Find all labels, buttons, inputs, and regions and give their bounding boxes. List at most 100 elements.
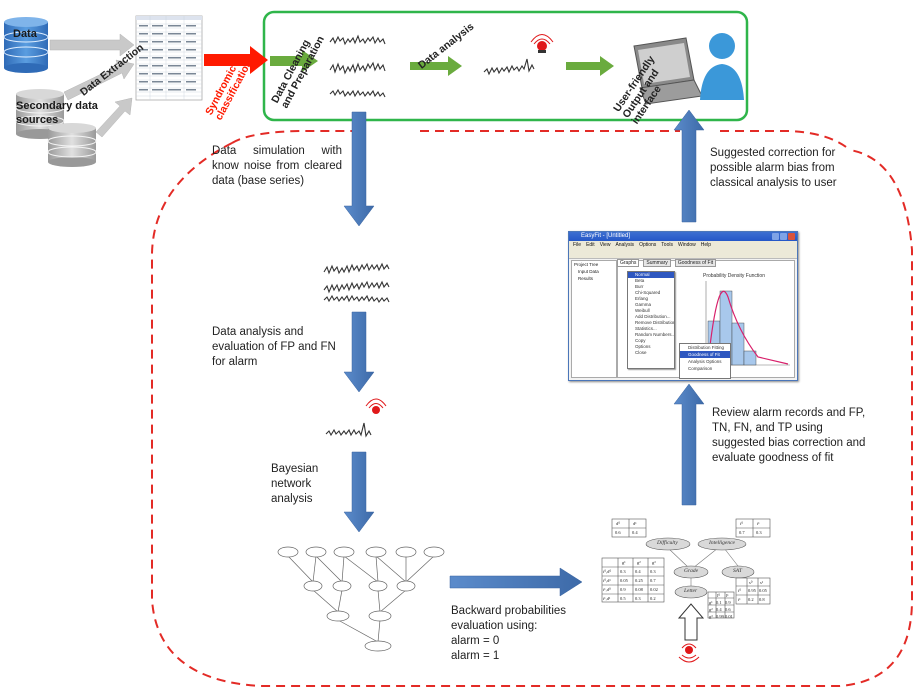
- alarm-icon: [530, 34, 554, 53]
- bayesian-label: Bayesian network analysis: [271, 463, 319, 505]
- menu-view[interactable]: View: [599, 242, 611, 248]
- context-menu-item[interactable]: Close: [635, 350, 647, 355]
- menu-options[interactable]: Options: [639, 242, 657, 248]
- simulation-label: Data simulation with know noise from cle…: [212, 145, 342, 187]
- window-title-text: EasyFit - [Untitled]: [581, 233, 631, 239]
- tree-item[interactable]: Project Tree: [574, 262, 599, 267]
- correction-label: Suggested correction for possible alarm …: [710, 147, 837, 189]
- cpt-cell: 0.8: [759, 597, 765, 602]
- cpt-cell: 0.9: [725, 600, 731, 605]
- data-label: Data: [13, 28, 37, 40]
- cpt-cell: s¹: [760, 580, 764, 585]
- submenu-item[interactable]: Comparison: [688, 366, 713, 371]
- cpt-cell: 0.2: [650, 596, 656, 601]
- bayesian-network: [277, 546, 445, 652]
- submenu-item[interactable]: Goodness of Fit: [680, 351, 730, 358]
- maximize-icon[interactable]: [780, 233, 787, 240]
- context-menu-item[interactable]: Options: [635, 344, 651, 349]
- window-menubar: File Edit View Analysis Options Tools Window He…: [569, 241, 797, 249]
- cpt-cell: d¹: [633, 521, 637, 526]
- secondary-database-icon: [15, 89, 97, 167]
- cpt-cell: 0.08: [635, 587, 643, 592]
- cpt-cell: 0.1: [716, 600, 722, 605]
- cpt-cell: g²: [637, 560, 641, 565]
- alarm-one-label: alarm = 1: [451, 650, 500, 662]
- context-menu-item[interactable]: Copy: [635, 338, 646, 343]
- tab-2[interactable]: Goodness of Fit: [674, 259, 717, 267]
- cpt-cell: d⁰: [616, 521, 621, 526]
- tab-1[interactable]: Summary: [643, 259, 671, 267]
- cpt-cell: 0.05: [759, 588, 767, 593]
- context-menu-item[interactable]: Normal: [628, 272, 674, 278]
- menu-window[interactable]: Window: [677, 242, 696, 248]
- node-sat: SAT: [733, 568, 742, 574]
- cpt-cell: g¹: [622, 560, 626, 565]
- cpt-cell: g³: [709, 614, 713, 619]
- close-icon[interactable]: [788, 233, 795, 240]
- cpt-cell: 0.3: [650, 569, 656, 574]
- context-menu-item[interactable]: Gamma: [635, 302, 652, 307]
- cpt-cell: i¹: [757, 521, 760, 526]
- context-menu-item[interactable]: Random Numbers...: [635, 332, 674, 337]
- process-arrows: [270, 50, 614, 76]
- evaluated-series: [325, 422, 372, 438]
- cpt-cell: 0.6: [615, 530, 621, 535]
- menu-file[interactable]: File: [573, 242, 582, 248]
- node-difficulty: Difficulty: [657, 540, 678, 546]
- context-menu-item[interactable]: Remove Distribution: [635, 320, 674, 325]
- window-toolbar: [569, 249, 797, 259]
- backward-label: Backward probabilities evaluation using:: [451, 605, 567, 632]
- context-menu-item[interactable]: Weibull: [635, 308, 650, 313]
- menu-analysis[interactable]: Analysis: [615, 242, 635, 248]
- laptop-icon: [633, 37, 703, 105]
- submenu-item[interactable]: Analysis Options: [688, 359, 722, 364]
- cpt-cell: 0.4: [635, 569, 641, 574]
- menu-help[interactable]: Help: [700, 242, 712, 248]
- node-grade: Grade: [684, 568, 699, 574]
- context-menu-item[interactable]: Chi-Squared: [635, 290, 661, 295]
- context-menu-item[interactable]: Add Distribution...: [635, 314, 671, 319]
- spreadsheet-thumbnail: [135, 15, 203, 101]
- menu-tools[interactable]: Tools: [661, 242, 673, 248]
- cpt-cell: s⁰: [749, 580, 753, 585]
- cpt-cell: 0.5: [620, 596, 626, 601]
- cpt-cell: 0.3: [620, 569, 626, 574]
- secondary-sources-label: Secondary data sources: [16, 100, 98, 126]
- tab-0[interactable]: Graphs: [617, 259, 640, 267]
- cpt-cell: i¹,d¹: [603, 596, 611, 601]
- cpt-cell: g²: [709, 607, 713, 612]
- evidence-arrow: [677, 603, 705, 641]
- minimize-icon[interactable]: [772, 233, 779, 240]
- context-menu-item[interactable]: Erlang: [635, 296, 649, 301]
- context-menu-item[interactable]: Statistics...: [635, 326, 657, 331]
- window-title: EasyFit - [Untitled]: [569, 232, 797, 241]
- user-icon: [700, 33, 744, 100]
- cpt-cell: 0.9: [620, 587, 626, 592]
- chart-title: Probability Density Function: [703, 273, 765, 279]
- tree-item[interactable]: Results: [578, 276, 594, 281]
- cpt-cell: 0.3: [756, 530, 762, 535]
- evaluation-label: Data analysis and evaluation of FP and F…: [212, 326, 336, 368]
- cpt-cell: 0.95: [748, 588, 756, 593]
- cpt-cell: i⁰,d⁰: [603, 569, 612, 574]
- submenu-item[interactable]: Distribution Fitting: [688, 345, 725, 350]
- time-series-alarm: [483, 58, 535, 76]
- cpt-cell: g³: [652, 560, 656, 565]
- tree-item[interactable]: Input Data: [578, 269, 599, 274]
- extraction-arrows: [49, 33, 135, 138]
- cpt-cell: i⁰: [740, 521, 744, 526]
- cpt-cell: 0.01: [725, 614, 733, 619]
- evidence-alarm-icon: [678, 643, 700, 663]
- classification-arrow: [204, 46, 268, 74]
- menu-edit[interactable]: Edit: [586, 242, 595, 248]
- context-menu-item[interactable]: Beta: [635, 278, 645, 283]
- cpt-cell: 0.25: [635, 578, 643, 583]
- cpt-cell: 0.6: [725, 607, 731, 612]
- node-letter: Letter: [684, 588, 698, 594]
- context-menu-item[interactable]: Burr: [635, 284, 644, 289]
